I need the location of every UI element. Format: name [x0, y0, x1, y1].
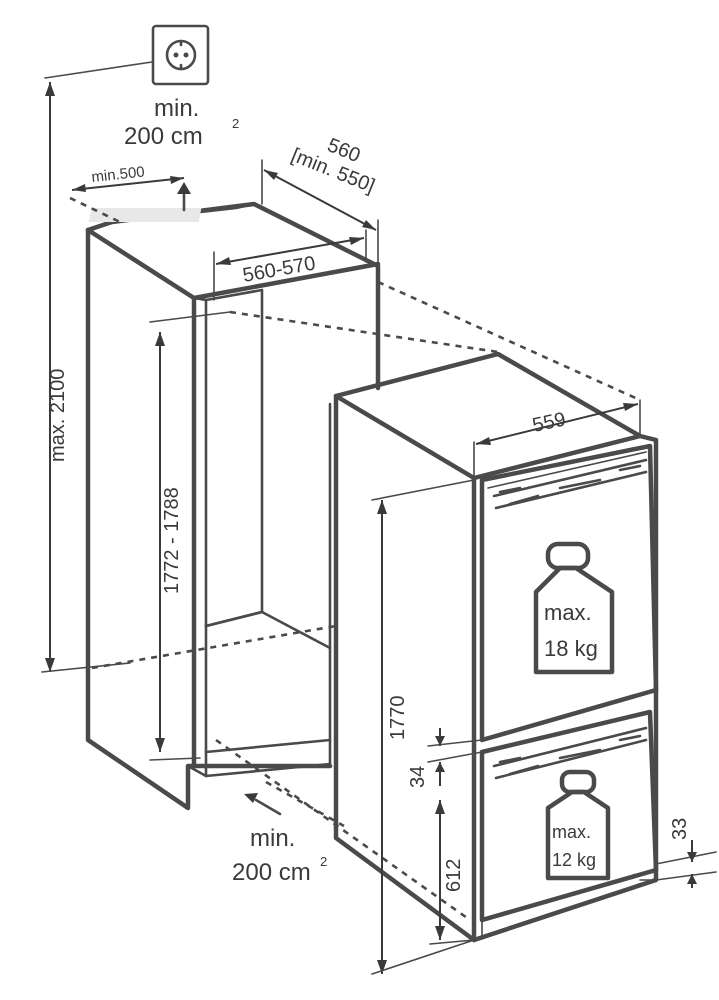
depth-dimension [261, 159, 379, 267]
appliance-width-label: 559 [530, 408, 567, 436]
guide-dash-2 [377, 280, 641, 402]
guide-dash-4 [215, 738, 471, 922]
appliance-width-dimension [473, 399, 641, 479]
weight-upper-line1: max. [544, 600, 592, 625]
vent-top-line1: min. [154, 95, 199, 122]
appliance [328, 351, 659, 943]
weight-icon-upper [533, 541, 615, 675]
socket-leader [44, 61, 153, 79]
vent-bottom-sup: 2 [320, 854, 327, 869]
gap-34-label: 34 [407, 766, 429, 788]
min-500-label: min.500 [91, 163, 146, 185]
vent-top-sup: 2 [232, 116, 239, 131]
weight-upper-line2: 18 kg [544, 636, 598, 661]
dim-612-dimension [429, 800, 475, 945]
weight-lower-line2: 12 kg [552, 850, 596, 870]
weight-icon-lower [545, 769, 611, 881]
vent-bottom-line1: min. [250, 825, 295, 852]
appliance-height-dimension [371, 479, 475, 975]
dim-612-label: 612 [443, 859, 465, 892]
dim-33-label: 33 [669, 818, 691, 840]
guide-dash-5 [265, 780, 345, 828]
niche-height-dimension [149, 311, 231, 761]
power-socket-icon [151, 24, 210, 86]
airflow-in-arrow [244, 793, 282, 816]
airflow-up-arrow [177, 182, 191, 212]
appliance-height-label: 1770 [387, 696, 409, 741]
niche-cabinet [85, 201, 381, 811]
vent-top-line2: 200 cm [124, 123, 203, 150]
dim-33-dimension [655, 840, 717, 888]
weight-lower-line1: max. [552, 822, 591, 842]
gap-34-dimension [427, 728, 483, 786]
guide-dash-3 [91, 624, 337, 670]
niche-width-dimension [213, 229, 367, 301]
vent-bottom-line2: 200 cm [232, 859, 311, 886]
guide-dash-1 [229, 310, 499, 354]
min-500-dimension [69, 176, 185, 224]
max-height-label: max. 2100 [47, 369, 69, 462]
niche-height-label: 1772 - 1788 [161, 487, 183, 594]
